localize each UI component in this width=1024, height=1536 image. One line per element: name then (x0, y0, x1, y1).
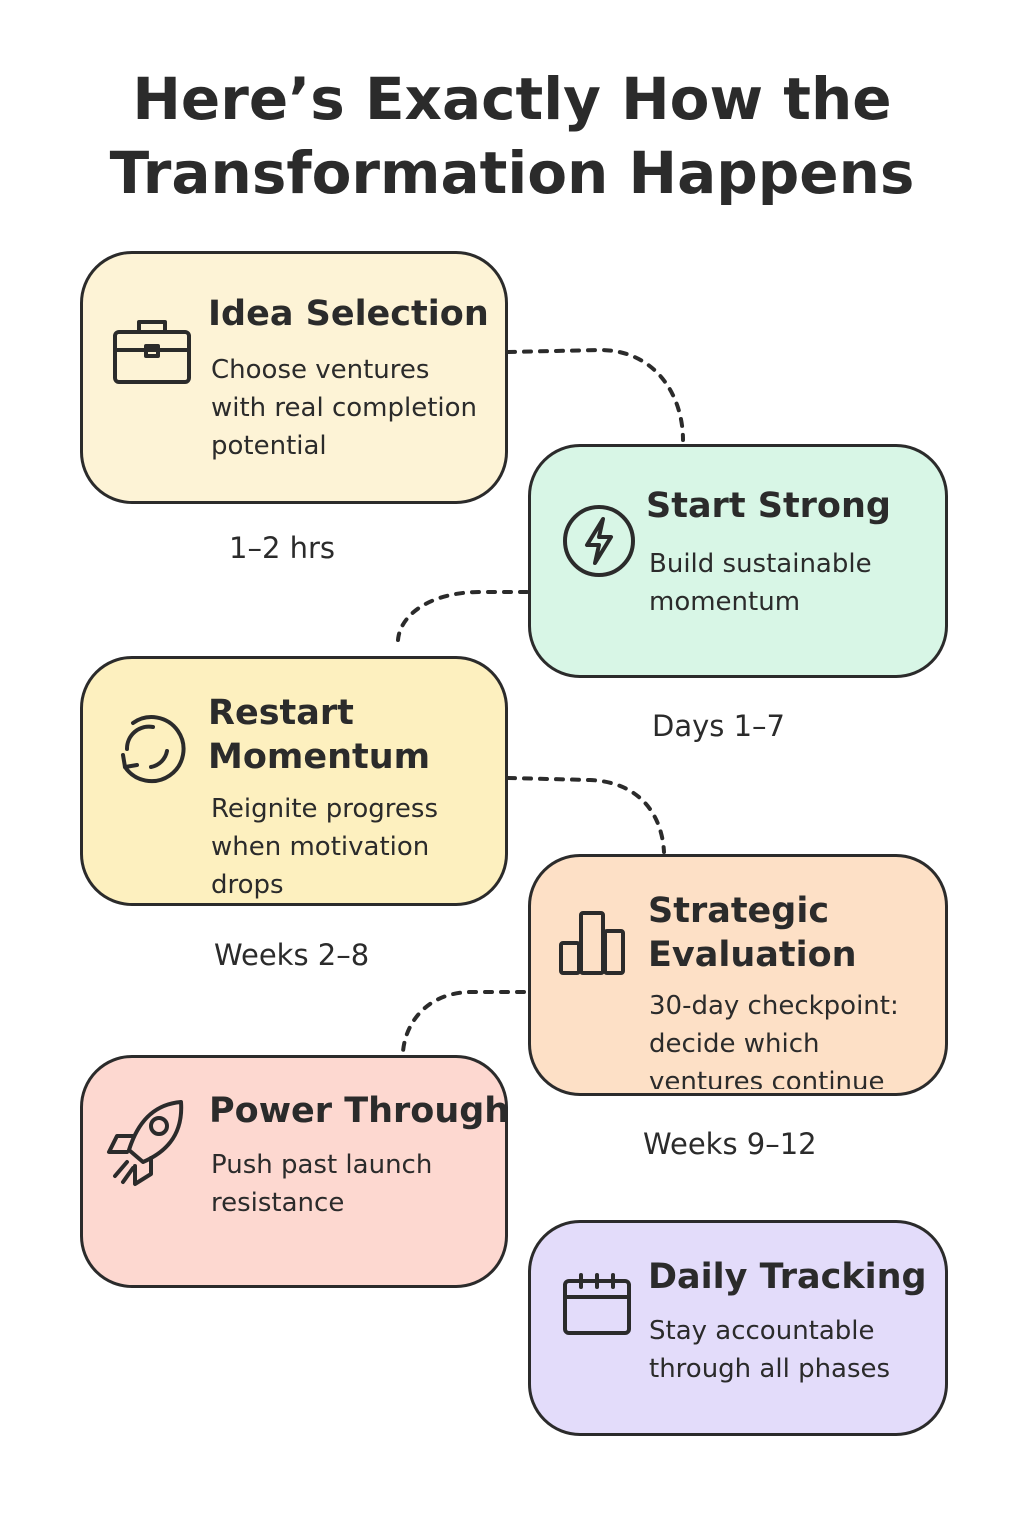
bar-chart-icon (557, 909, 629, 975)
step-card-start-strong: Start Strong Build sustainable momentum (528, 444, 948, 678)
step-card-power-through: Power Through Push past launch resistanc… (80, 1055, 510, 1288)
step-card-strategic-evaluation: Strategic Evaluation 30-day checkpoint: … (528, 854, 948, 1096)
lightning-icon (561, 503, 637, 579)
step-title: Power Through (209, 1091, 510, 1131)
connector-1-2 (506, 347, 685, 442)
step-card-daily-tracking: Daily Tracking Stay accountable through … (528, 1220, 948, 1436)
step-title: Restart Momentum (208, 693, 431, 777)
briefcase-icon (111, 316, 193, 386)
step-description: Push past launch resistance (211, 1150, 433, 1218)
step-title: Idea Selection (208, 294, 489, 334)
duration-start-strong: Days 1–7 (652, 709, 785, 743)
step-description: Build sustainable momentum (649, 549, 872, 617)
step-card-idea-selection: Idea Selection Choose ventures with real… (80, 251, 508, 504)
rocket-icon (105, 1096, 189, 1188)
connector-2-3 (396, 590, 529, 642)
page-title: Here’s Exactly How the Transformation Ha… (0, 62, 1024, 210)
calendar-icon (561, 1271, 633, 1337)
step-description: Reignite progress when motivation drops (211, 794, 439, 900)
step-title: Daily Tracking (648, 1257, 927, 1297)
duration-strategic-evaluation: Weeks 9–12 (643, 1127, 817, 1161)
connector-4-5 (401, 990, 526, 1054)
refresh-icon (111, 709, 189, 787)
step-description: Stay accountable through all phases (649, 1316, 891, 1384)
duration-restart-momentum: Weeks 2–8 (214, 938, 370, 972)
step-description: Choose ventures with real completion pot… (211, 355, 478, 461)
connector-3-4 (506, 776, 666, 854)
step-title: Strategic Evaluation (648, 891, 857, 975)
step-card-restart-momentum: Restart Momentum Reignite progress when … (80, 656, 508, 906)
duration-idea-selection: 1–2 hrs (229, 531, 336, 565)
step-title: Start Strong (646, 486, 891, 526)
title-line-1: Here’s Exactly How the (132, 65, 892, 133)
step-description: 30-day checkpoint: decide which ventures… (649, 991, 899, 1089)
title-line-2: Transformation Happens (109, 139, 915, 207)
